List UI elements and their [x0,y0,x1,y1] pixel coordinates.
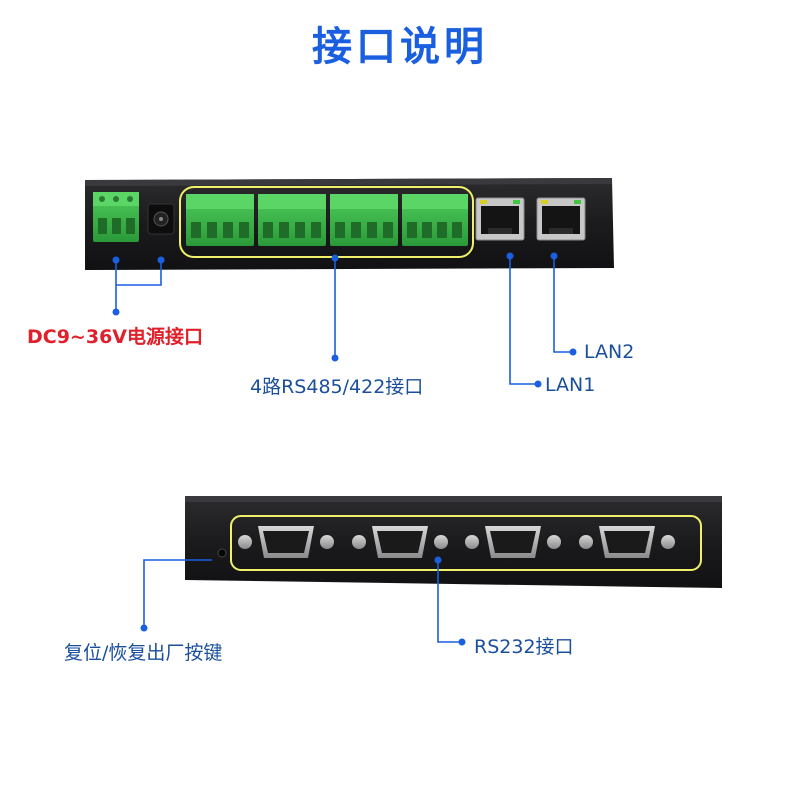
front-panel [85,178,614,270]
rs232-port-label: RS232接口 [474,636,574,658]
rs232-highlight-frame [230,515,702,571]
back-panel [185,496,722,588]
power-port-label: DC9~36V电源接口 [27,326,204,348]
leader-dots [112,252,577,646]
rs485-highlight-frame [179,186,474,258]
lan1-leader [509,256,538,385]
lan1-port [475,197,525,241]
power-terminal-block [93,192,139,242]
lan1-port-label: LAN1 [545,374,596,396]
page-title: 接口说明 [312,24,488,70]
reset-hole [217,548,227,558]
rs485-terminal-blocks [186,194,468,246]
leader-lines [115,255,573,643]
lan2-port-label: LAN2 [584,341,635,363]
reset-button-label: 复位/恢复出厂按键 [64,642,223,664]
reset-leader [143,559,212,628]
back-chassis [185,496,722,588]
rs232-leader [437,560,462,643]
power-leader [115,260,162,312]
dc-jack [147,203,175,235]
lan2-port [536,197,586,241]
db9-connectors [238,526,675,558]
rs485-port-label: 4路RS485/422接口 [250,376,424,398]
lan2-leader [553,256,573,353]
